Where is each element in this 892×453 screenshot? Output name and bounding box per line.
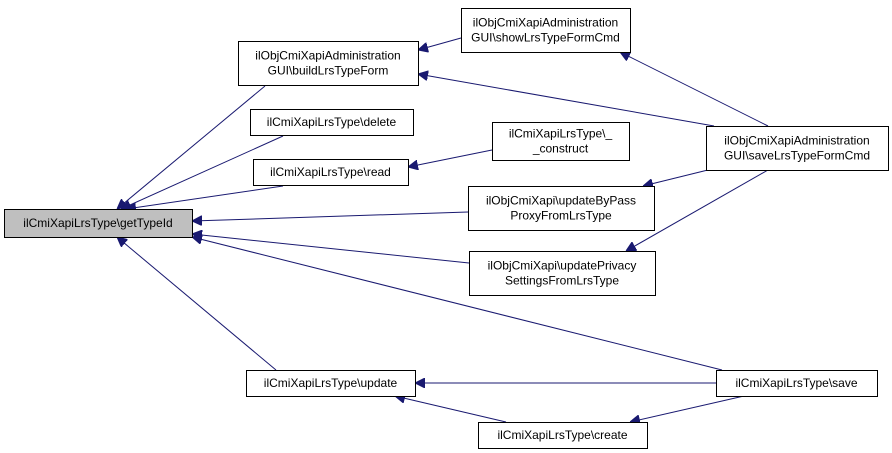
node-box [478,422,648,449]
node-buildform[interactable]: ilObjCmiXapiAdministrationGUI\buildLrsTy… [238,41,419,86]
node-box [238,41,419,86]
node-box [4,209,193,238]
node-box [469,251,656,296]
edge-saveform-to-showform [620,52,769,127]
edges-layer [117,37,769,423]
node-update[interactable]: ilCmiXapiLrsType\update [246,370,416,397]
edge-buildform-to-gettypeid [117,85,266,209]
node-gettypeid[interactable]: ilCmiXapiLrsType\getTypeId [4,209,193,238]
edge-save-to-gettypeid [192,237,723,371]
node-label: _construct [532,142,589,156]
node-showform[interactable]: ilObjCmiXapiAdministrationGUI\showLrsTyp… [461,8,631,53]
node-label: ilCmiXapiLrsType\getTypeId [23,216,172,230]
node-label: ilObjCmiXapi\updatePrivacy [488,259,637,273]
edge-showform-to-buildform [418,37,462,50]
node-delete[interactable]: ilCmiXapiLrsType\delete [250,109,414,136]
node-save[interactable]: ilCmiXapiLrsType\save [716,370,878,397]
node-label: GUI\showLrsTypeFormCmd [471,31,620,45]
node-label: ilCmiXapiLrsType\save [735,376,857,390]
node-box [253,159,409,186]
node-label: ilCmiXapiLrsType\read [270,165,391,179]
node-create[interactable]: ilCmiXapiLrsType\create [478,422,648,449]
node-box [716,370,878,397]
node-label: ilCmiXapiLrsType\create [497,428,627,442]
edge-save-to-create [630,395,745,422]
edge-read-to-gettypeid [126,185,284,209]
edge-update-to-gettypeid [117,237,277,371]
node-read[interactable]: ilCmiXapiLrsType\read [253,159,409,186]
edge-delete-to-gettypeid [121,135,284,209]
node-box [461,8,631,53]
node-label: ilCmiXapiLrsType\_ [509,127,613,141]
node-label: GUI\buildLrsTypeForm [268,64,389,78]
node-construct[interactable]: ilCmiXapiLrsType\__construct [492,122,630,161]
node-bypass[interactable]: ilObjCmiXapi\updateByPassProxyFromLrsTyp… [468,186,655,231]
edge-create-to-update [395,396,507,423]
node-box [492,122,630,161]
node-box [246,370,416,397]
node-label: ilObjCmiXapiAdministration [255,49,400,63]
node-box [706,126,889,171]
node-label: ilObjCmiXapiAdministration [473,16,618,30]
node-label: ilObjCmiXapiAdministration [724,134,869,148]
edge-saveform-to-bypass [643,167,717,186]
node-label: GUI\saveLrsTypeFormCmd [724,149,870,163]
node-label: ilCmiXapiLrsType\update [264,376,398,390]
nodes-layer: ilCmiXapiLrsType\getTypeId ilObjCmiXapiAd… [4,8,889,449]
edge-privacy-to-gettypeid [192,234,470,264]
node-privacy[interactable]: ilObjCmiXapi\updatePrivacySettingsFromLr… [469,251,656,296]
node-label: SettingsFromLrsType [505,274,619,288]
edge-saveform-to-buildform [418,74,715,127]
node-saveform[interactable]: ilObjCmiXapiAdministrationGUI\saveLrsTyp… [706,126,889,171]
node-box [250,109,414,136]
node-label: ilObjCmiXapi\updateByPass [486,194,636,208]
edge-construct-to-read [408,149,493,167]
edge-bypass-to-gettypeid [192,211,469,221]
node-label: ilCmiXapiLrsType\delete [267,115,397,129]
node-box [468,186,655,231]
edge-saveform-to-privacy [626,169,769,251]
node-label: ProxyFromLrsType [510,209,612,223]
